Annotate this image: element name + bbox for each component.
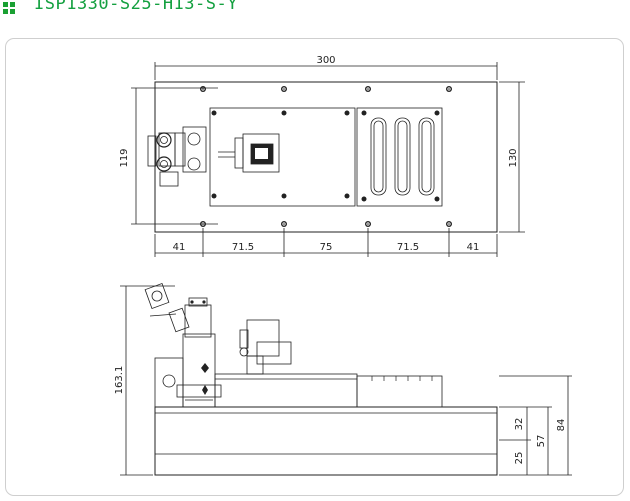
dim-height-130: 130 bbox=[508, 148, 519, 167]
dim-seg-4: 71.5 bbox=[397, 242, 419, 253]
title-bar: ISP1330-S25-H13-S-Y bbox=[0, 0, 630, 22]
page-title: ISP1330-S25-H13-S-Y bbox=[34, 0, 238, 14]
dim-side-163-1: 163.1 bbox=[114, 366, 125, 395]
top-view: 300 130 119 41 71.5 75 71.5 41 bbox=[119, 55, 525, 257]
dim-side-84: 84 bbox=[556, 419, 567, 432]
dim-mount-119: 119 bbox=[119, 148, 130, 167]
dim-side-32: 32 bbox=[514, 418, 525, 431]
dim-seg-3: 75 bbox=[320, 242, 333, 253]
dim-seg-5: 41 bbox=[467, 242, 480, 253]
dim-side-25: 25 bbox=[514, 452, 525, 465]
dim-seg-2: 71.5 bbox=[232, 242, 254, 253]
square-grid-icon bbox=[3, 2, 15, 14]
dim-side-57: 57 bbox=[536, 435, 547, 448]
dim-width-300: 300 bbox=[316, 55, 335, 66]
drawing-frame bbox=[5, 38, 624, 496]
dim-seg-1: 41 bbox=[173, 242, 186, 253]
side-view: 163.1 32 25 57 84 bbox=[114, 283, 572, 476]
